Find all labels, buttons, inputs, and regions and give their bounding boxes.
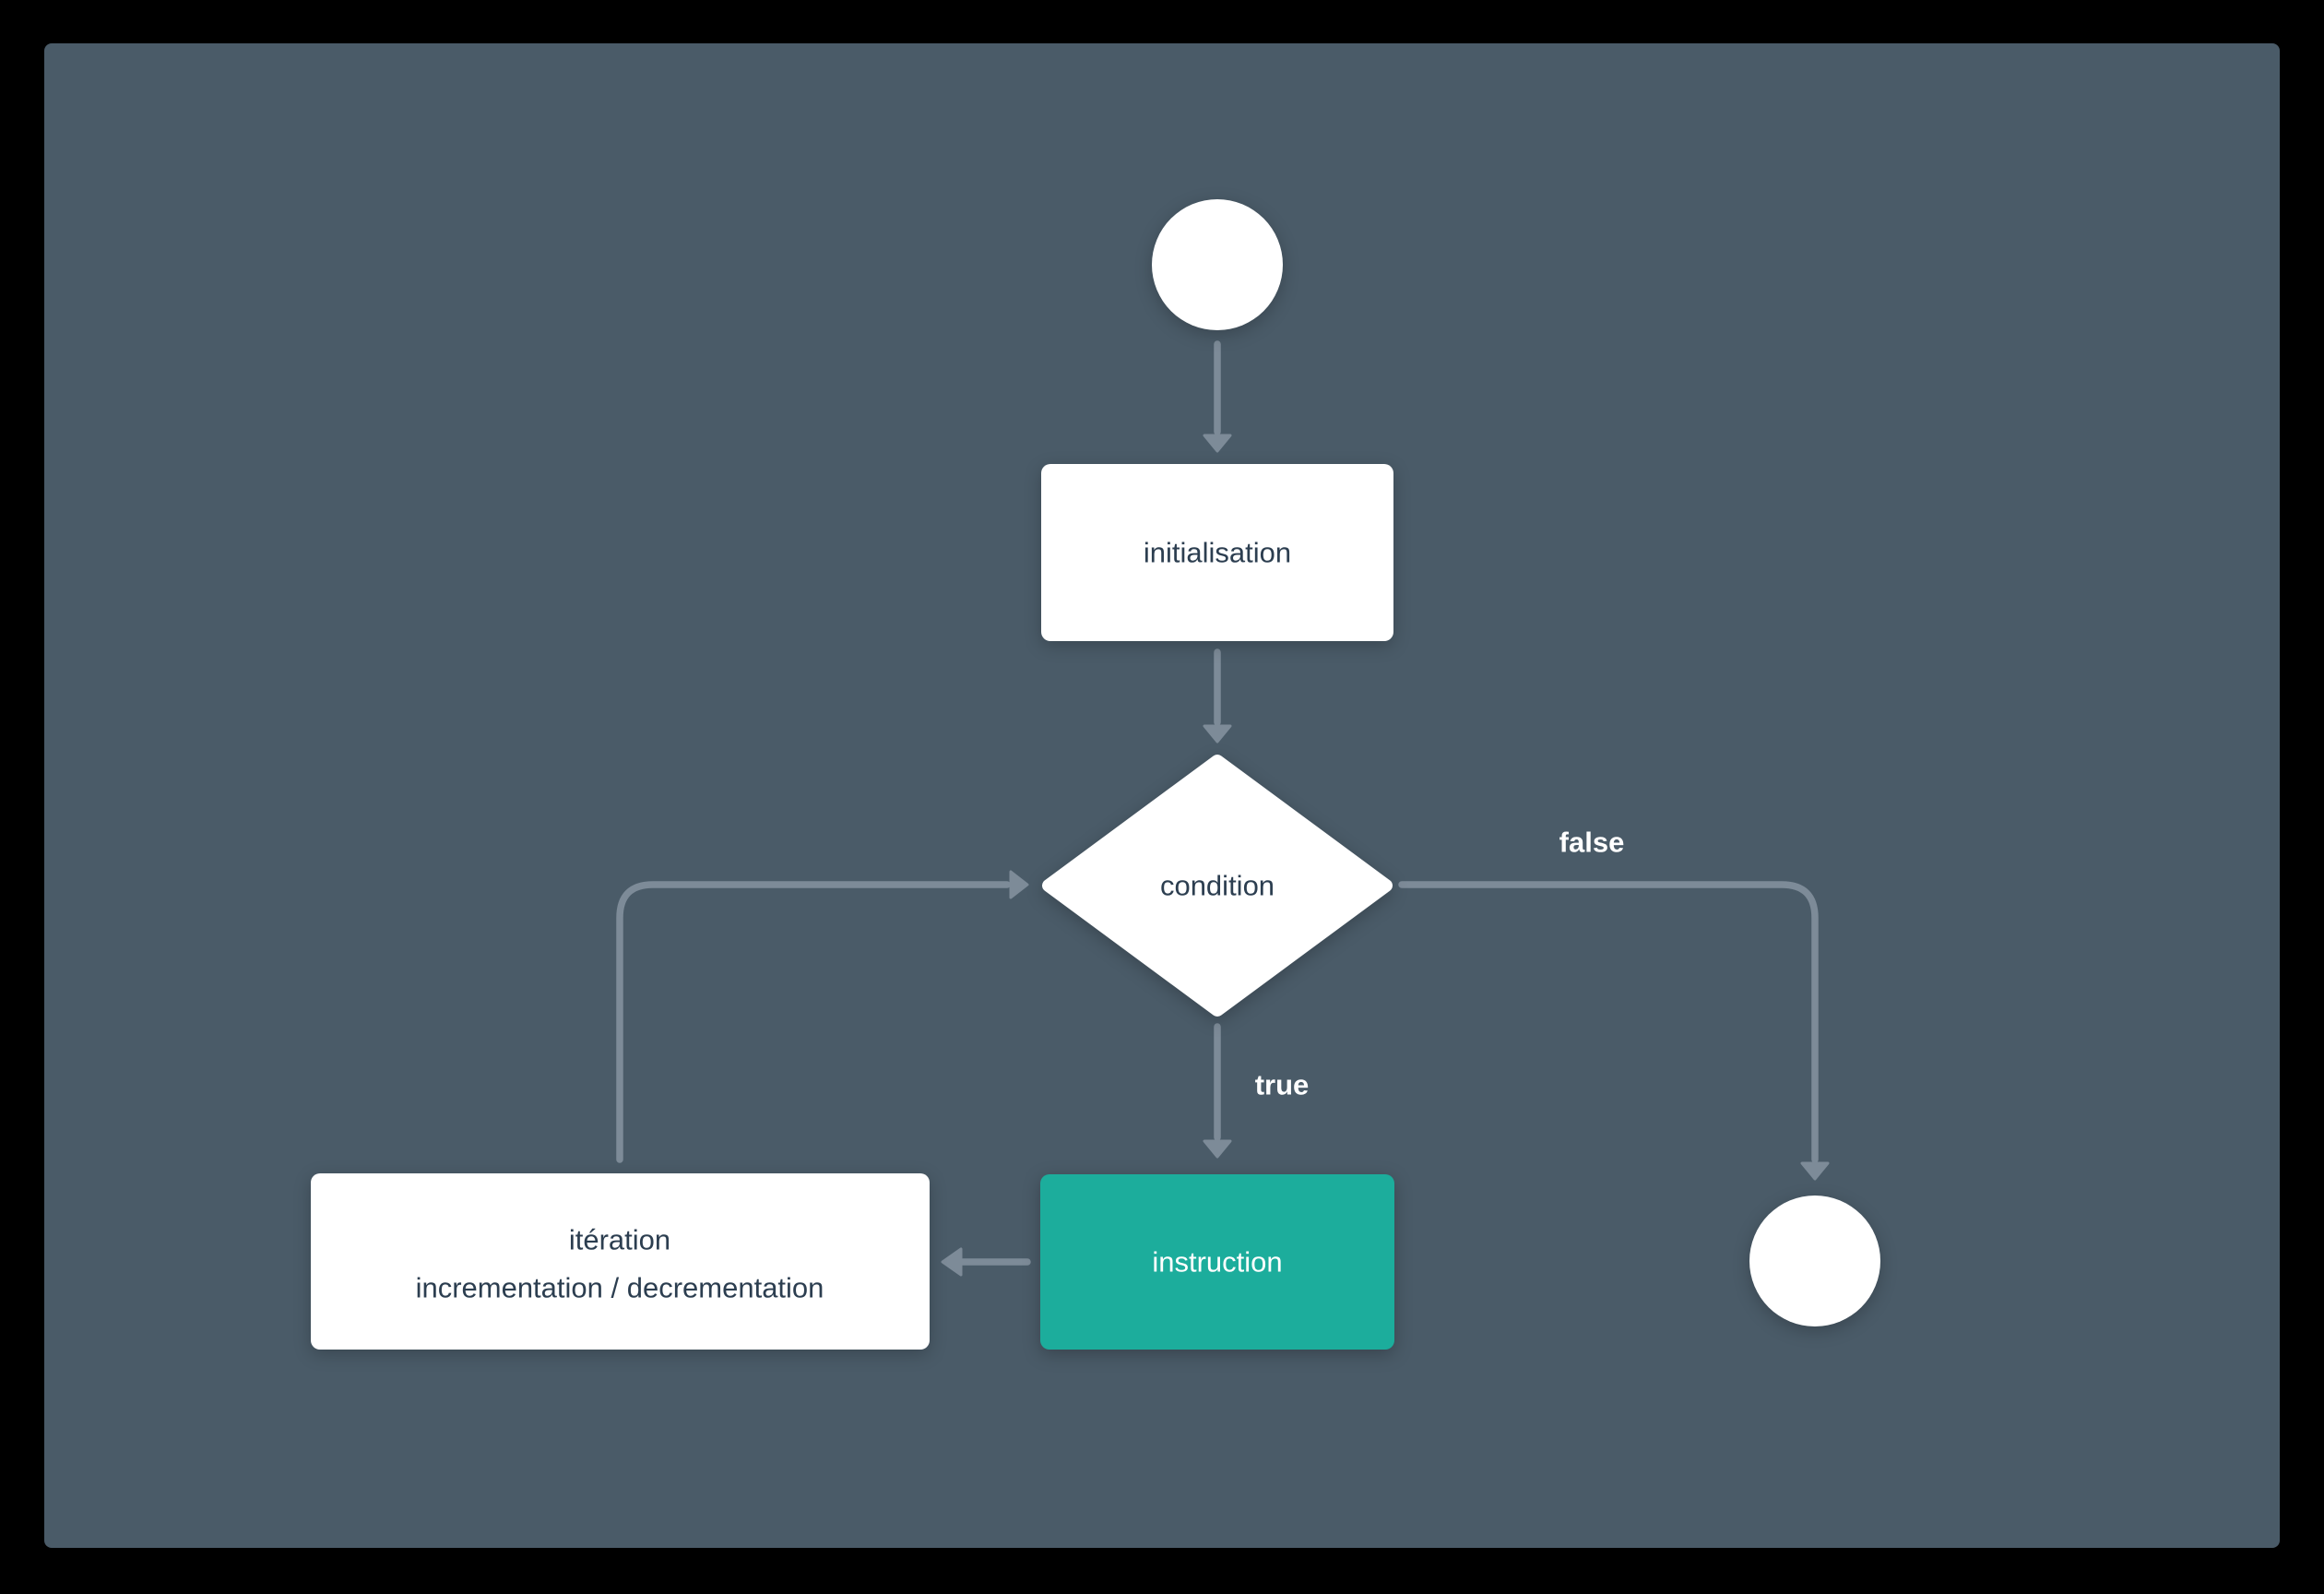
- false-edge-label: false: [1559, 827, 1625, 859]
- arrowhead-left-iteration: [941, 1247, 963, 1277]
- arrowhead-down-condition: [1203, 724, 1232, 743]
- initialisation-node: [1041, 464, 1393, 641]
- condition-node-diamond: [1042, 755, 1393, 1017]
- true-edge-label: true: [1255, 1069, 1310, 1101]
- connectors: [616, 340, 1830, 1277]
- arrowhead-down-end: [1800, 1161, 1830, 1181]
- instruction-label: instruction: [1152, 1246, 1282, 1279]
- arrowhead-down-instruction: [1203, 1139, 1232, 1159]
- instruction-node: [1040, 1174, 1394, 1350]
- arrowhead-down-initialisation: [1203, 434, 1232, 453]
- iteration-label-line1: itération: [569, 1224, 670, 1256]
- initialisation-label: initialisation: [1144, 537, 1291, 569]
- iteration-node: [311, 1173, 930, 1350]
- flowchart-canvas: initialisation condition false true inst…: [44, 43, 2280, 1548]
- end-node-circle: [1749, 1196, 1880, 1326]
- edge-iteration-to-condition: [616, 881, 1011, 1163]
- arrowhead-right-condition: [1009, 870, 1029, 899]
- iteration-label-line2: incrementation / decrementation: [416, 1272, 824, 1304]
- edge-condition-false: [1398, 881, 1819, 1163]
- condition-label: condition: [1160, 870, 1275, 902]
- start-node-circle: [1152, 199, 1283, 330]
